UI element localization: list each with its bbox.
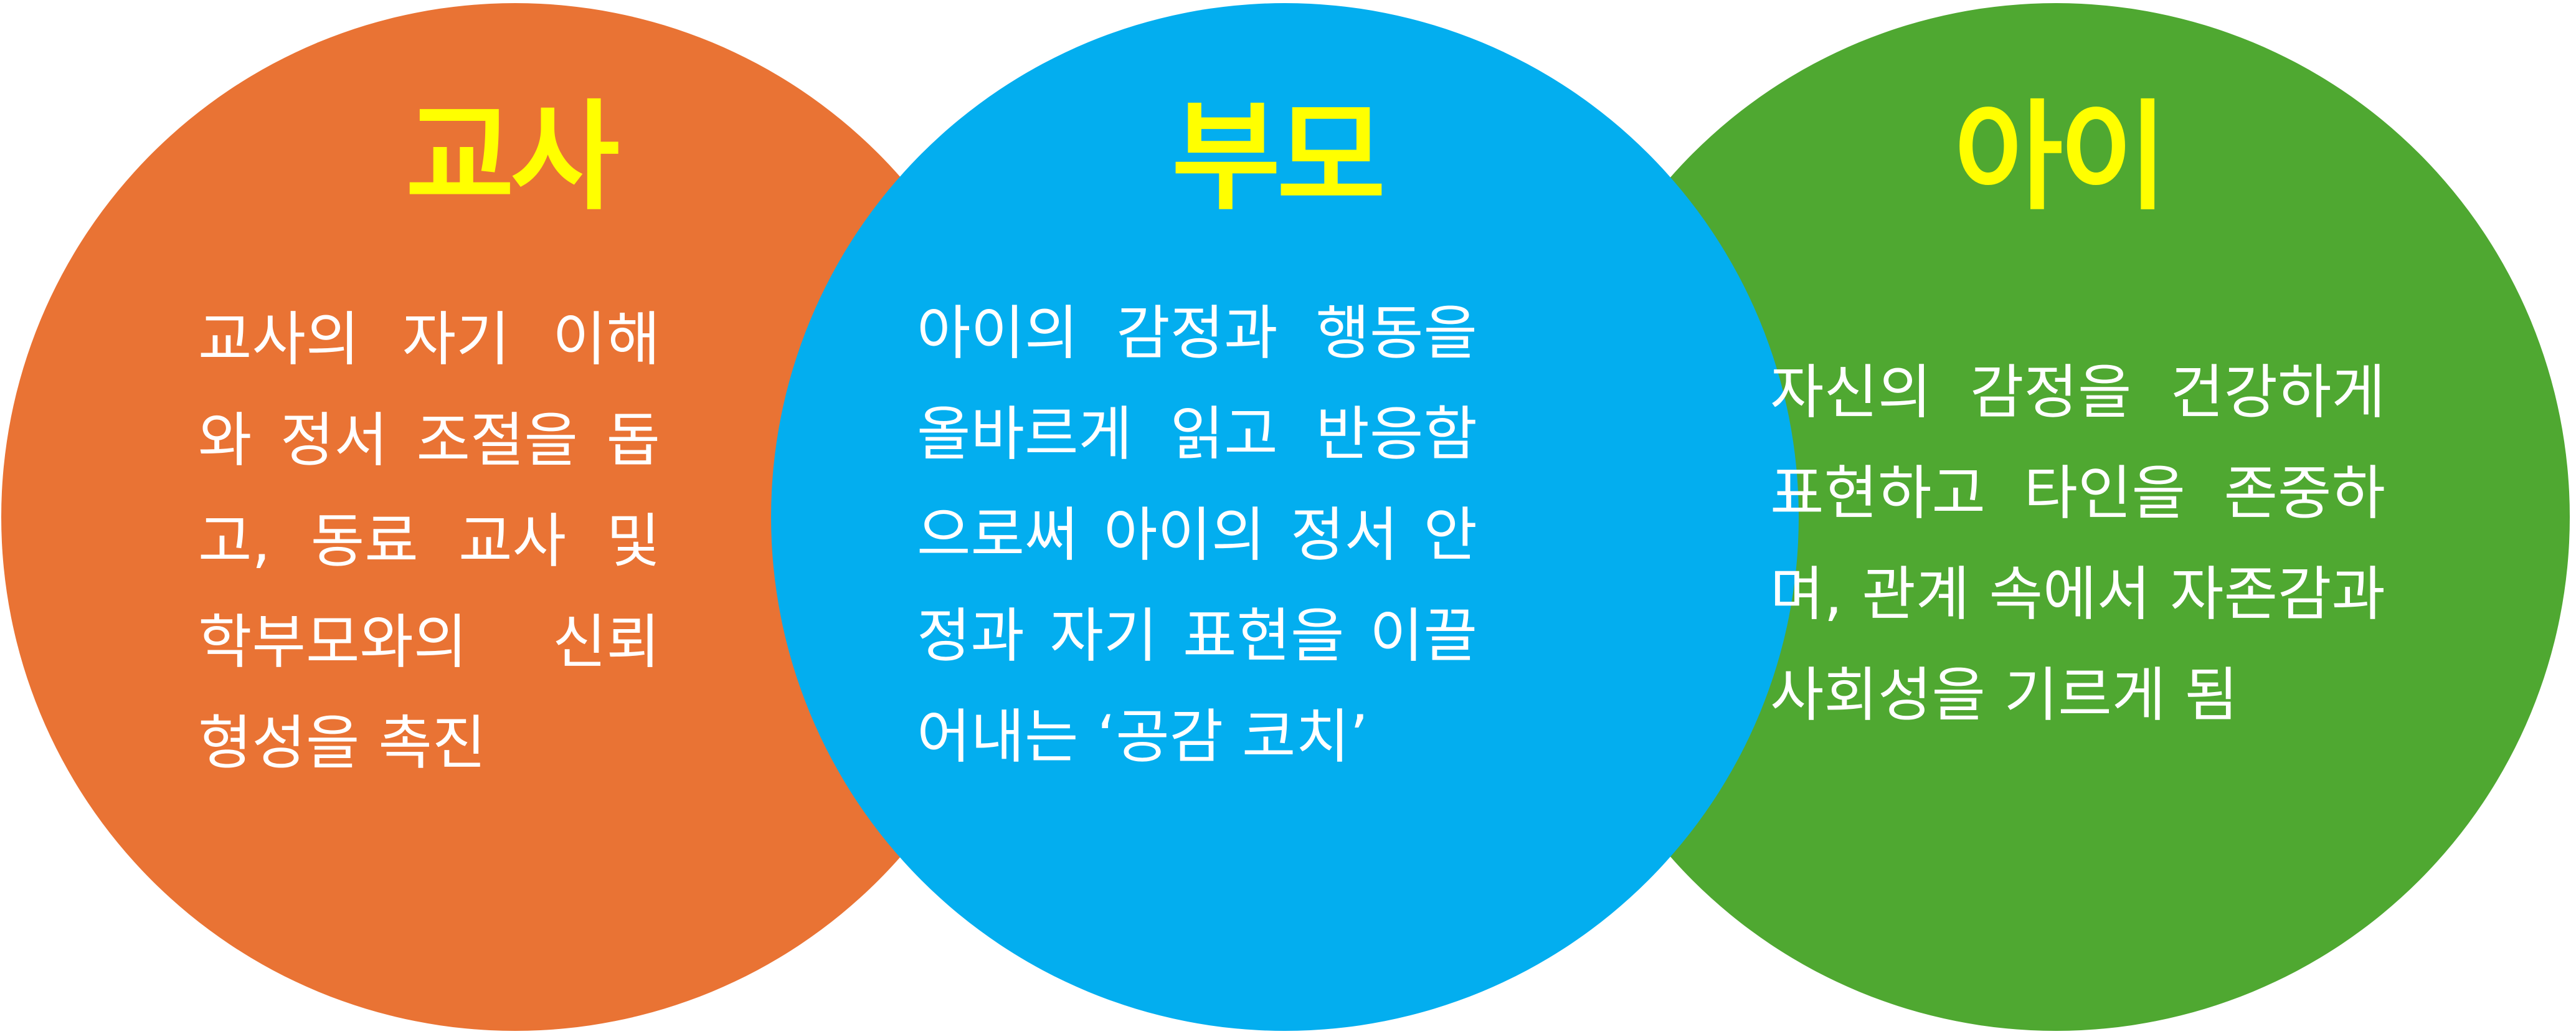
teacher-description-line: 학부모와의 신뢰 <box>198 609 660 676</box>
parent-description-line: 올바르게 읽고 반응함 <box>917 401 1477 468</box>
child-title: 아이 <box>1954 88 2168 226</box>
child-description-line: 사회성을 기르게 됨 <box>1770 662 2238 729</box>
teacher-description: 교사의 자기 이해 와 정서 조절을 돕 고, 동료 교사 및 학부모와의 신뢰… <box>198 290 660 794</box>
child-description-line: 며, 관계 속에서 자존감과 <box>1770 561 2385 628</box>
parent-description-line: 정과 자기 표현을 이끌 <box>917 602 1477 670</box>
teacher-description-line: 교사의 자기 이해 <box>198 306 660 374</box>
parent-description-line: 어내는 ‘공감 코치’ <box>917 703 1368 771</box>
child-description: 자신의 감정을 건강하게 표현하고 타인을 존중하 며, 관계 속에서 자존감과… <box>1770 343 2385 746</box>
parent-description-line: 아이의 감정과 행동을 <box>917 300 1477 368</box>
parent-description: 아이의 감정과 행동을 올바르게 읽고 반응함 으로써 아이의 정서 안 정과 … <box>917 283 1477 788</box>
child-description-line: 표현하고 타인을 존중하 <box>1770 460 2385 528</box>
teacher-description-line: 고, 동료 교사 및 <box>198 508 660 576</box>
teacher-description-line: 와 정서 조절을 돕 <box>198 407 660 475</box>
child-description-line: 자신의 감정을 건강하게 <box>1770 359 2385 427</box>
teacher-title: 교사 <box>405 88 620 226</box>
teacher-description-line: 형성을 촉진 <box>198 709 486 777</box>
parent-title: 부모 <box>1172 88 1386 226</box>
parent-circle <box>771 3 1799 1031</box>
parent-description-line: 으로써 아이의 정서 안 <box>917 501 1477 569</box>
